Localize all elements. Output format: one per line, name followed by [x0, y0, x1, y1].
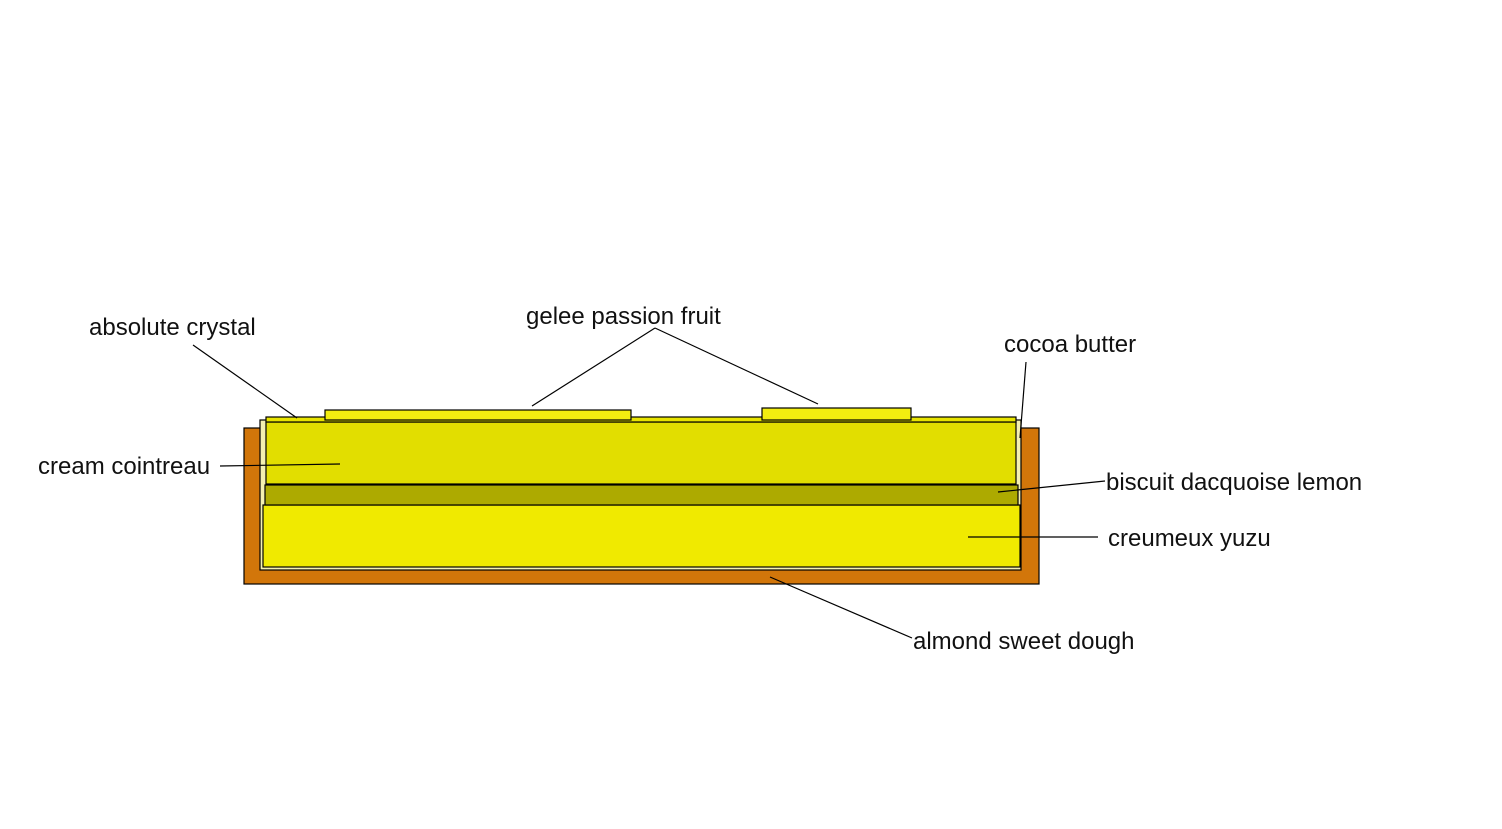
cream-cointreau-layer: [265, 421, 1017, 485]
label-absolute-crystal: absolute crystal: [89, 314, 256, 341]
leader-absolute-crystal: [192, 344, 298, 419]
biscuit-dacquoise-lemon-layer: [264, 484, 1019, 506]
label-almond-sweet-dough: almond sweet dough: [913, 628, 1134, 655]
label-cream-cointreau: cream cointreau: [38, 453, 210, 480]
gelee-passion-fruit-piece-left: [324, 409, 632, 421]
leader-almond-sweet-dough: [769, 576, 913, 639]
absolute-crystal-layer: [265, 416, 1017, 423]
label-gelee-passion-fruit: gelee passion fruit: [526, 303, 721, 330]
label-creumeux-yuzu: creumeux yuzu: [1108, 525, 1271, 552]
leader-gelee-left: [531, 327, 656, 407]
gelee-passion-fruit-piece-right: [761, 407, 912, 421]
label-cocoa-butter: cocoa butter: [1004, 331, 1136, 358]
leader-gelee-right: [654, 327, 819, 405]
leader-cocoa-butter: [1019, 361, 1027, 439]
label-biscuit-dacquoise-lemon: biscuit dacquoise lemon: [1106, 469, 1362, 496]
leader-cream-cointreau: [219, 463, 341, 467]
creumeux-yuzu-layer: [262, 504, 1021, 568]
leader-biscuit-dacquoise: [997, 480, 1106, 493]
